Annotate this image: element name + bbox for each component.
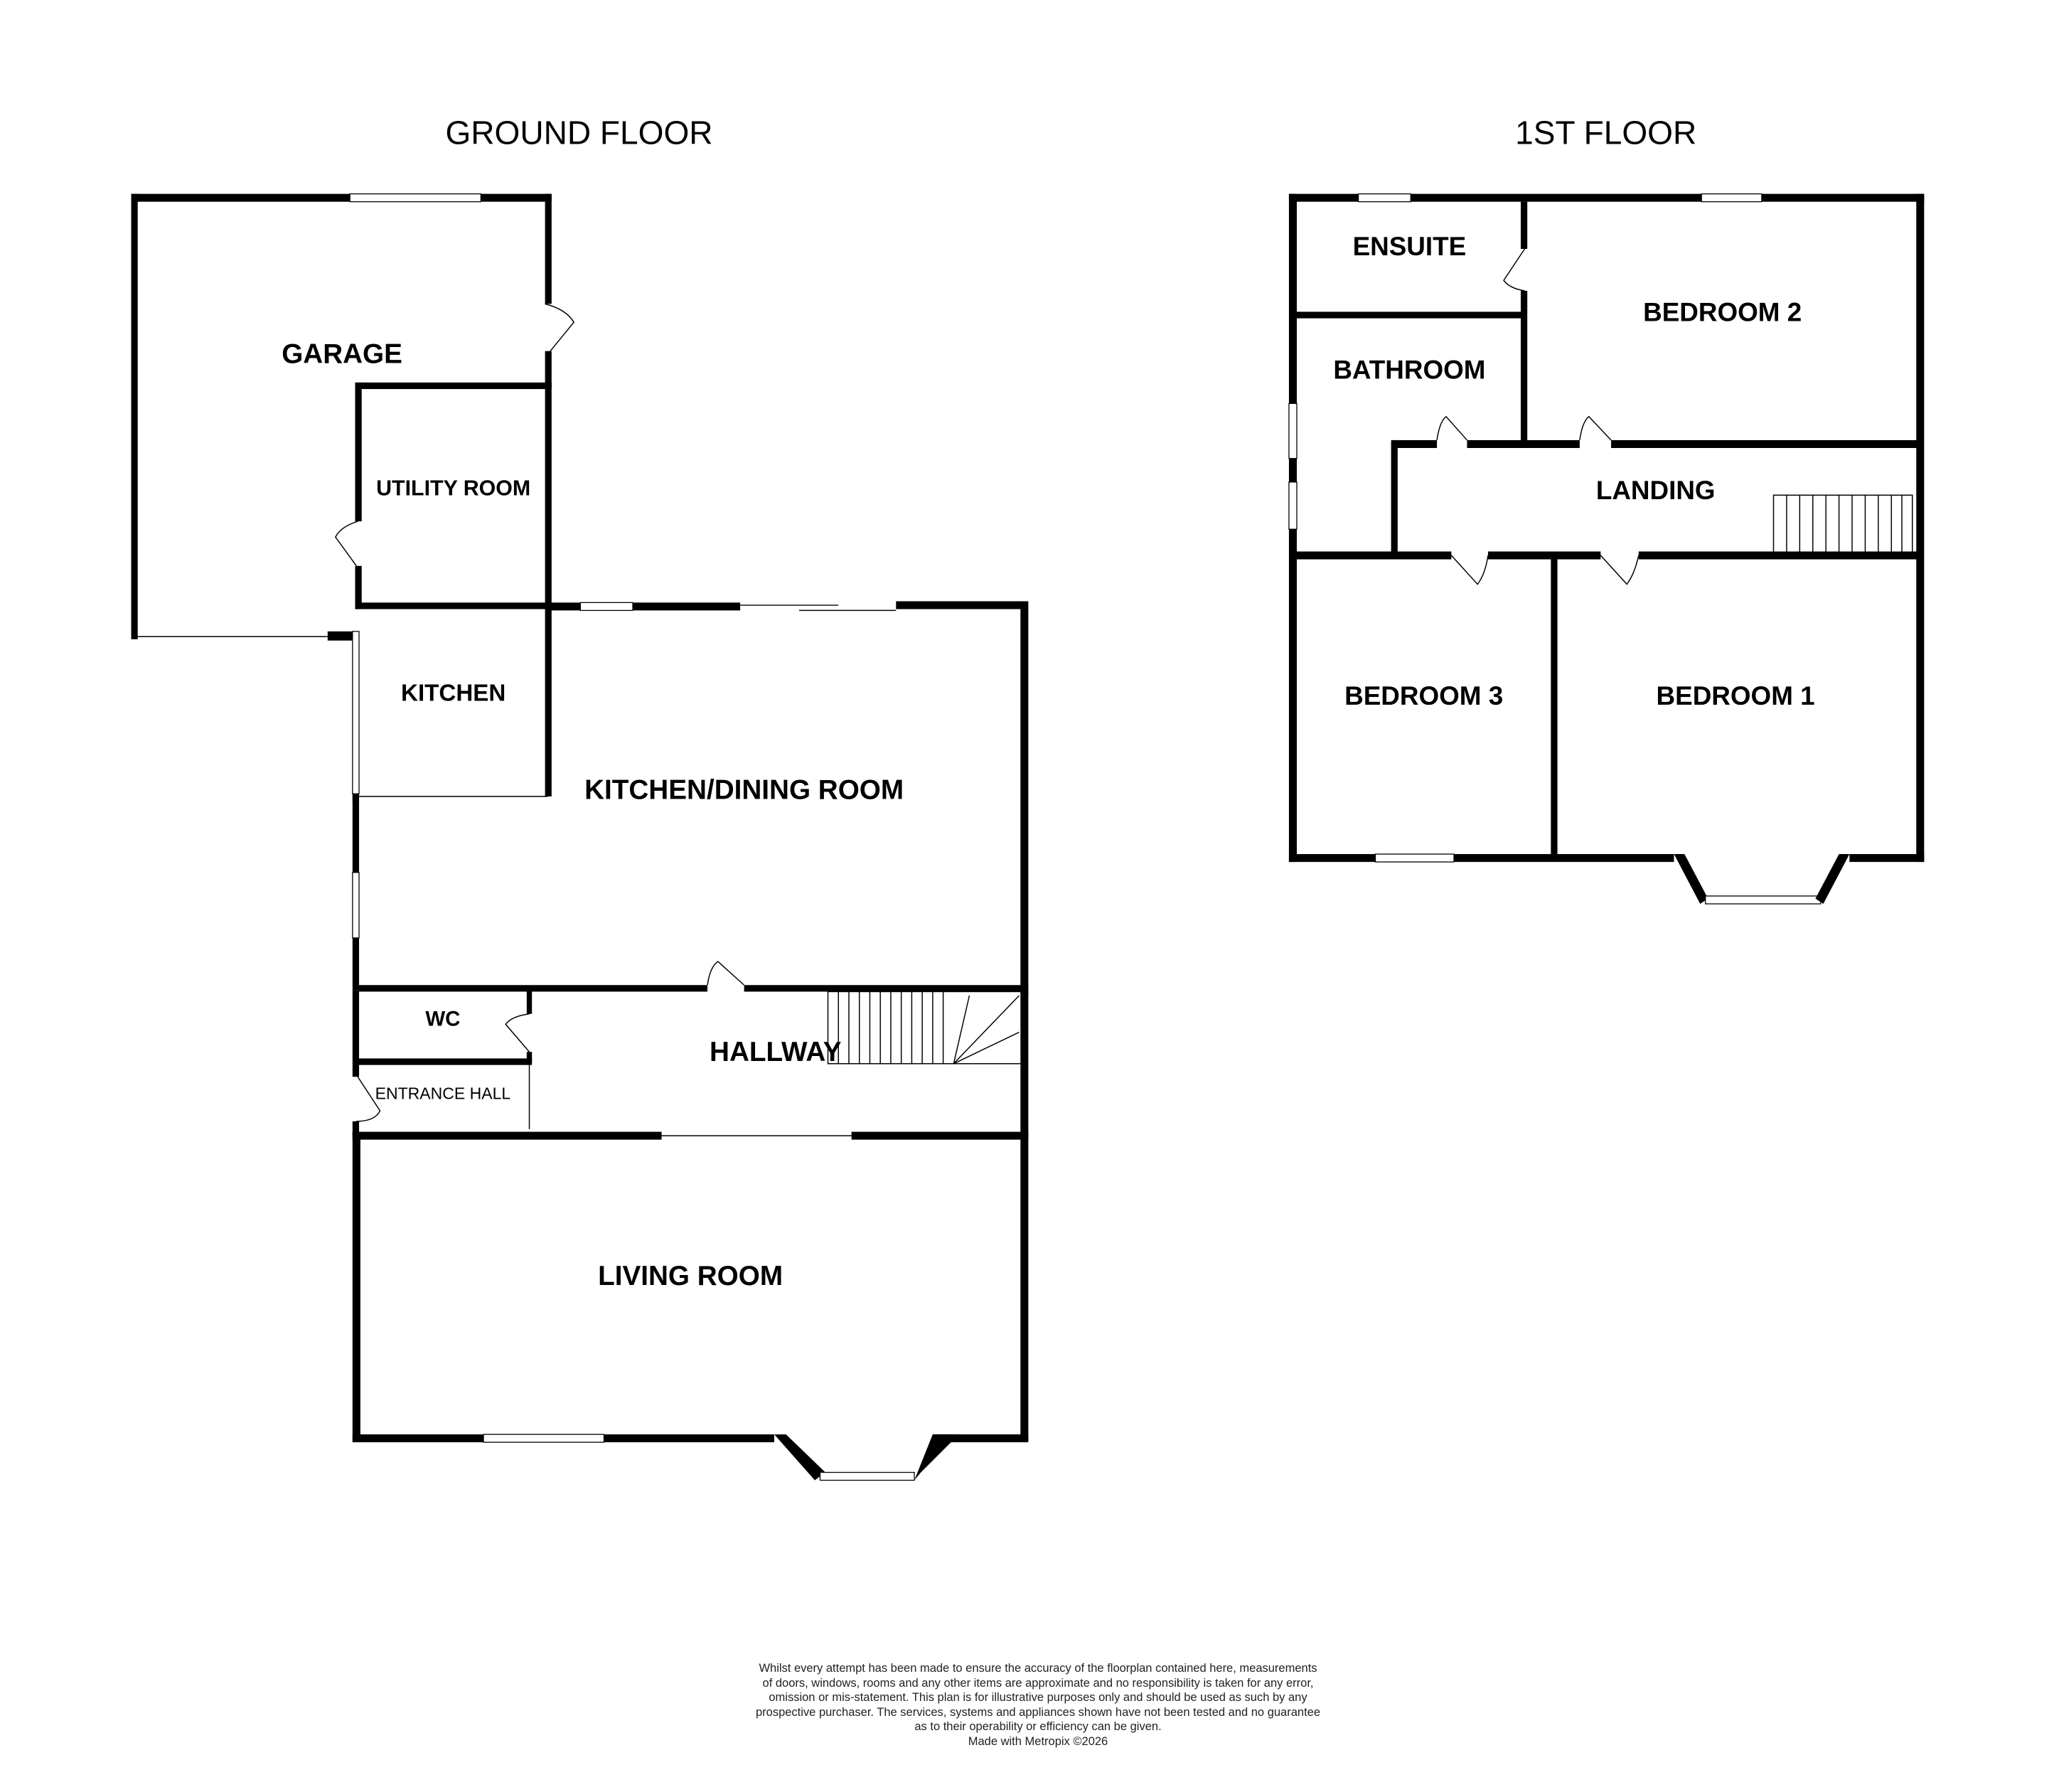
room-entrance-hall: ENTRANCE HALL [375,1084,511,1103]
ground-floor-title: GROUND FLOOR [445,114,712,151]
disclaimer-line: prospective purchaser. The services, sys… [755,1705,1321,1719]
room-utility: UTILITY ROOM [376,476,530,500]
room-garage: GARAGE [282,338,402,369]
room-kitchen: KITCHEN [401,681,506,707]
room-bedroom-1: BEDROOM 1 [1657,681,1815,710]
room-kitchen-dining: KITCHEN/DINING ROOM [584,775,904,806]
disclaimer-line: as to their operability or efficiency ca… [914,1720,1162,1733]
room-living: LIVING ROOM [598,1261,783,1291]
disclaimer: Whilst every attempt has been made to en… [683,1661,1394,1749]
room-bathroom: BATHROOM [1333,355,1485,384]
room-landing: LANDING [1596,476,1716,505]
disclaimer-line: of doors, windows, rooms and any other i… [762,1676,1314,1690]
disclaimer-line: omission or mis-statement. This plan is … [769,1691,1307,1704]
first-floor-plan [1288,193,1925,905]
room-bedroom-3: BEDROOM 3 [1344,681,1503,710]
ground-floor-plan [131,193,1029,1481]
room-ensuite: ENSUITE [1353,232,1467,261]
room-hallway: HALLWAY [710,1037,842,1067]
garage-side-door [545,303,575,352]
ground-stairs [827,991,1022,1065]
metropix-credit: Made with Metropix ©2026 [968,1734,1108,1748]
room-wc: WC [425,1007,460,1030]
first-floor-title: 1ST FLOOR [1515,114,1696,151]
disclaimer-line: Whilst every attempt has been made to en… [759,1662,1317,1675]
landing-stairs [1772,494,1913,554]
room-bedroom-2: BEDROOM 2 [1643,297,1802,326]
